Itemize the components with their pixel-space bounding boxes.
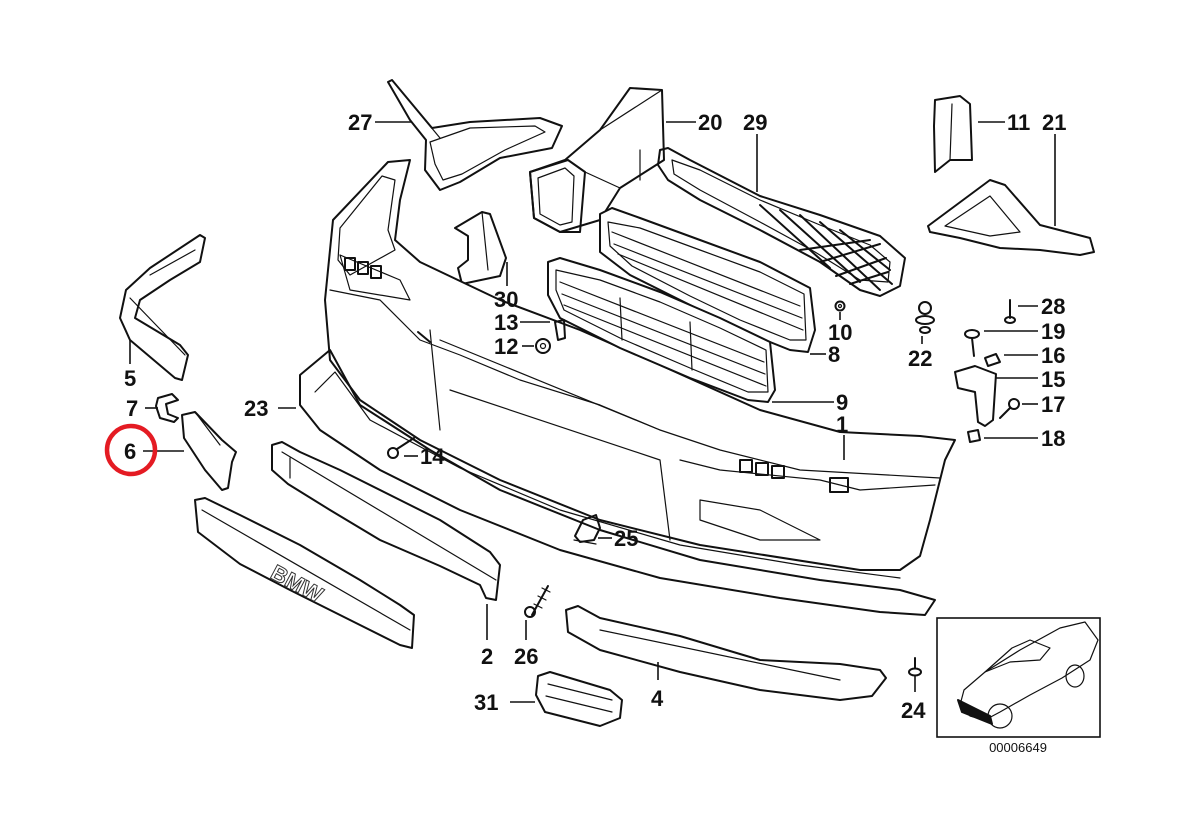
part-11-air-guide-right[interactable] bbox=[933, 95, 973, 173]
part-22-expanding-rivet[interactable] bbox=[915, 301, 935, 334]
part-1-bumper-cover[interactable] bbox=[324, 159, 956, 571]
callout-28[interactable]: 28 bbox=[1041, 294, 1065, 319]
callout-19[interactable]: 19 bbox=[1041, 319, 1065, 344]
callout-15[interactable]: 15 bbox=[1041, 367, 1065, 392]
callout-23[interactable]: 23 bbox=[244, 396, 268, 421]
callout-18[interactable]: 18 bbox=[1041, 426, 1065, 451]
callout-8[interactable]: 8 bbox=[828, 342, 840, 367]
part-24-rivet[interactable] bbox=[908, 657, 922, 677]
part-17-bolt[interactable] bbox=[999, 398, 1020, 419]
part-14-screw[interactable] bbox=[387, 437, 415, 459]
callout-labels: 27 20 29 11 21 30 13 12 10 8 9 1 23 5 7 … bbox=[124, 110, 1066, 723]
callout-31[interactable]: 31 bbox=[474, 690, 498, 715]
callout-14[interactable]: 14 bbox=[420, 444, 445, 469]
leader-lines bbox=[129, 121, 1056, 703]
callout-13[interactable]: 13 bbox=[494, 310, 518, 335]
inset-frame bbox=[936, 617, 1101, 738]
callout-21[interactable]: 21 bbox=[1042, 110, 1066, 135]
callout-24[interactable]: 24 bbox=[901, 698, 926, 723]
part-26-bolt-collar[interactable] bbox=[524, 585, 551, 618]
part-10-grommet[interactable] bbox=[834, 300, 846, 312]
part-25-mounting-clip[interactable] bbox=[573, 514, 601, 545]
part-9-grille-lower[interactable] bbox=[547, 257, 776, 403]
part-19-screw-hex[interactable] bbox=[964, 329, 980, 357]
diagram-number: 00006649 bbox=[989, 740, 1047, 755]
vehicle-outline-icon bbox=[957, 621, 1099, 729]
callout-7[interactable]: 7 bbox=[126, 396, 138, 421]
part-15-bracket-right[interactable] bbox=[954, 365, 997, 427]
part-8-grille-upper[interactable] bbox=[599, 207, 816, 353]
part-6-bracket-left[interactable] bbox=[181, 411, 237, 491]
callout-1[interactable]: 1 bbox=[836, 412, 848, 437]
callout-17[interactable]: 17 bbox=[1041, 392, 1065, 417]
callout-29[interactable]: 29 bbox=[743, 110, 767, 135]
part-2-bumper-support-upper[interactable] bbox=[271, 441, 501, 601]
part-31-fog-cover[interactable] bbox=[535, 671, 623, 727]
callout-20[interactable]: 20 bbox=[698, 110, 722, 135]
part-28-self-tapping-screw[interactable] bbox=[1004, 299, 1016, 324]
part-4-front-spoiler-lip[interactable] bbox=[565, 605, 887, 701]
part-16-clip-nut-small[interactable] bbox=[984, 353, 1001, 367]
part-18-nut-clip[interactable] bbox=[967, 429, 981, 443]
part-12-nut[interactable] bbox=[535, 338, 551, 354]
callout-9[interactable]: 9 bbox=[836, 390, 848, 415]
part-5-side-trim-left[interactable] bbox=[119, 234, 206, 381]
callout-5[interactable]: 5 bbox=[124, 366, 136, 391]
part-13-clip-nut[interactable] bbox=[554, 319, 566, 341]
callout-12[interactable]: 12 bbox=[494, 334, 518, 359]
callout-22[interactable]: 22 bbox=[908, 346, 932, 371]
callout-30[interactable]: 30 bbox=[494, 287, 518, 312]
callout-11[interactable]: 11 bbox=[1007, 110, 1030, 135]
vehicle-locator-inset: 00006649 bbox=[936, 617, 1101, 755]
callout-6[interactable]: 6 bbox=[124, 439, 136, 464]
part-21-brake-air-duct-right[interactable] bbox=[927, 179, 1095, 256]
callout-4[interactable]: 4 bbox=[651, 686, 664, 711]
callout-2[interactable]: 2 bbox=[481, 644, 493, 669]
callout-16[interactable]: 16 bbox=[1041, 343, 1065, 368]
part-7-clip[interactable] bbox=[155, 393, 179, 423]
callout-10[interactable]: 10 bbox=[828, 320, 852, 345]
callout-27[interactable]: 27 bbox=[348, 110, 372, 135]
callout-26[interactable]: 26 bbox=[514, 644, 538, 669]
highlight-ring bbox=[104, 423, 158, 477]
part-20-air-duct[interactable] bbox=[529, 87, 665, 233]
callout-25[interactable]: 25 bbox=[614, 526, 638, 551]
part-27-brake-air-duct-left[interactable] bbox=[387, 79, 563, 191]
part-23-bumper-carrier[interactable] bbox=[299, 349, 936, 616]
part-29-mesh-grille[interactable] bbox=[657, 147, 906, 297]
part-30-guide-block[interactable] bbox=[454, 211, 507, 285]
